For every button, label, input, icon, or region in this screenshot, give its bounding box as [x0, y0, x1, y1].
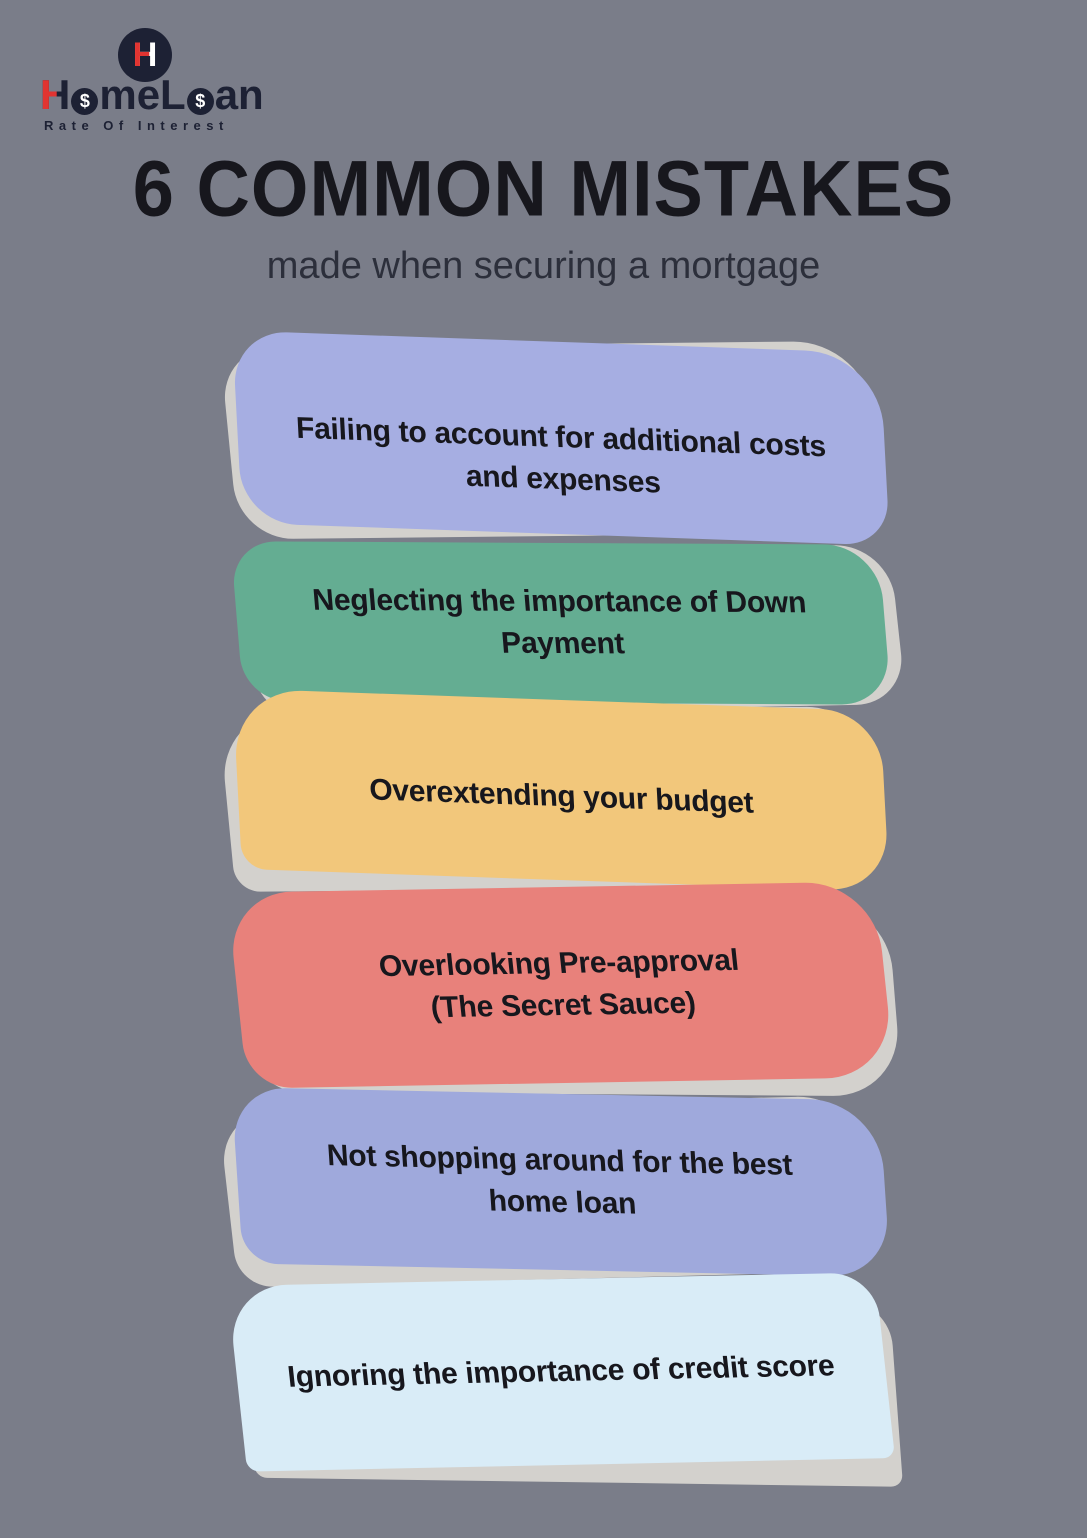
card-label-line: Not shopping around for the best: [325, 1139, 794, 1182]
wordmark-an: an: [214, 71, 264, 118]
mistake-card-6: Ignoring the importance of credit score: [226, 1272, 896, 1472]
mistake-card-5: Not shopping around for the best home lo…: [231, 1087, 891, 1277]
card-label-line: Ignoring the importance of credit score: [285, 1349, 837, 1394]
card-label-line: Neglecting the importance of Down: [311, 583, 808, 620]
page-title: 6 COMMON MISTAKES: [132, 144, 955, 233]
card-label-line: Overlooking Pre-approval: [377, 943, 741, 984]
monogram-letter-red: H: [132, 36, 158, 74]
brand-monogram-badge: H H: [118, 28, 172, 82]
mistake-card-2: Neglecting the importance of Down Paymen…: [230, 541, 892, 705]
wordmark-h-red: H: [40, 71, 71, 118]
mistake-card-3: Overextending your budget: [232, 688, 890, 892]
dollar-coin-icon: $: [71, 87, 99, 115]
mistake-card-1: Failing to account for additional costs …: [232, 330, 890, 546]
page-subtitle: made when securing a mortgage: [266, 245, 821, 287]
card-label-line: and expenses: [464, 459, 662, 500]
brand-tagline: Rate Of Interest: [44, 118, 229, 133]
card-label-line: Payment: [499, 626, 626, 661]
card-label-line: Overextending your budget: [368, 773, 755, 820]
card-label-line: (The Secret Sauce): [429, 986, 698, 1025]
mistake-card-4: Overlooking Pre-approval (The Secret Sau…: [226, 881, 896, 1089]
wordmark-me: me: [99, 71, 161, 118]
wordmark-l: L: [160, 71, 186, 118]
dollar-coin-icon: $: [186, 87, 214, 115]
monogram-letter-white: H: [132, 36, 158, 74]
card-label-line: home loan: [487, 1184, 638, 1221]
